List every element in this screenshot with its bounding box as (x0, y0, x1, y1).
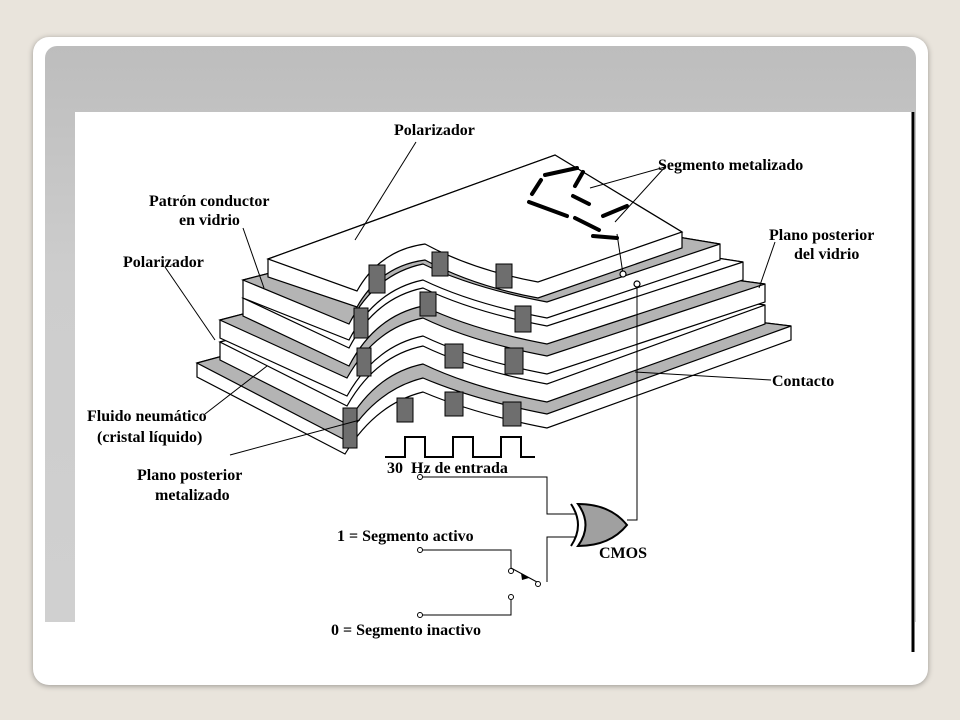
label-cmos: CMOS (599, 545, 647, 562)
contact-point-2 (633, 280, 641, 288)
label-polarizador-top: Polarizador (394, 122, 475, 139)
label-segmento-inactivo: 0 = Segmento inactivo (331, 622, 481, 639)
label-hz-entrada: 30 Hz de entrada (387, 460, 508, 477)
switch-common-terminal (535, 581, 541, 587)
lcd-diagram: Polarizador Segmento metalizado Patrón c… (75, 112, 915, 652)
label-plano-metalizado-2: metalizado (155, 487, 230, 504)
label-fluido-1: Fluido neumático (87, 408, 207, 425)
label-plano-metalizado-1: Plano posterior (137, 467, 242, 484)
contact-point-1 (619, 270, 627, 278)
xor-gate (570, 502, 629, 548)
label-fluido-2: (cristal líquido) (97, 429, 202, 446)
label-segmento-metalizado: Segmento metalizado (658, 157, 803, 174)
lcd-diagram-svg: Polarizador Segmento metalizado Patrón c… (87, 112, 915, 652)
label-polarizador-left: Polarizador (123, 254, 204, 271)
input-terminal-inactive (417, 612, 423, 618)
label-plano-vidrio-2: del vidrio (794, 246, 859, 263)
circuit-wires (420, 476, 575, 616)
label-contacto: Contacto (772, 373, 834, 390)
seven-segment-digit (527, 166, 629, 240)
contact-wiring (616, 233, 641, 521)
input-terminal-active (417, 547, 423, 553)
switch-terminal-1 (508, 568, 514, 574)
square-wave-30hz (385, 436, 535, 458)
input-terminal-hz (417, 474, 423, 480)
switch-arrow (521, 573, 529, 580)
label-segmento-activo: 1 = Segmento activo (337, 528, 474, 545)
label-plano-vidrio-1: Plano posterior (769, 227, 874, 244)
label-patron-conductor-2: en vidrio (179, 212, 240, 229)
switch-terminal-0 (508, 594, 514, 600)
front-face-blocks (342, 251, 532, 449)
leader-lines (164, 141, 776, 456)
label-patron-conductor-1: Patrón conductor (149, 193, 269, 210)
